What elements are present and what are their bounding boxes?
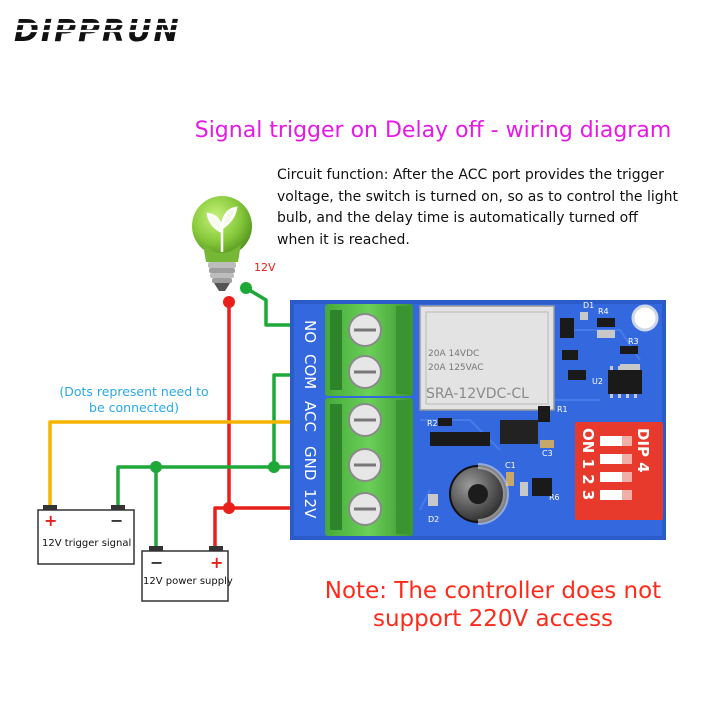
junction-dot — [223, 296, 235, 308]
battery-trigger-plus: + — [44, 511, 57, 530]
component-r4: R4 — [598, 307, 609, 316]
dots-note: (Dots represent need to be connected) — [59, 384, 208, 415]
terminal-label-gnd: GND — [301, 446, 319, 480]
component-d1: D1 — [583, 301, 594, 310]
description-line-2: voltage, the switch is turned on, so as … — [277, 189, 679, 205]
dots-note-line-1: (Dots represent need to — [59, 384, 208, 399]
wire-red-power — [213, 506, 229, 548]
wire-green-bulb-no — [245, 286, 302, 327]
relay-text-2: 20A 125VAC — [428, 363, 484, 373]
terminal-label-acc: ACC — [301, 401, 319, 432]
terminal-label-no: NO — [301, 320, 319, 343]
junction-dot — [268, 461, 280, 473]
bulb-voltage-label: 12V — [254, 261, 276, 274]
battery-power-plus: + — [210, 553, 223, 572]
component-r3: R3 — [628, 337, 639, 346]
dots-note-line-2: be connected) — [89, 400, 179, 415]
component-u2: U2 — [592, 377, 603, 386]
terminal-labels: NO COM ACC GND 12V — [301, 320, 319, 519]
junction-dot — [240, 282, 252, 294]
component-c1: C1 — [505, 461, 516, 470]
component-d2: D2 — [428, 515, 439, 524]
relay: 20A 14VDC 20A 125VAC SRA-12VDC-CL — [419, 305, 555, 411]
relay-text-3: SRA-12VDC-CL — [426, 386, 529, 402]
battery-trigger-label: 12V trigger signal — [42, 538, 131, 549]
brand-logo: DIPPRUN — [14, 14, 220, 49]
component-c3: C3 — [542, 449, 553, 458]
terminal-label-12v: 12V — [301, 489, 319, 519]
wire-yellow-acc — [48, 420, 302, 507]
component-r2: R2 — [427, 419, 438, 428]
wire-green-gnd — [116, 465, 302, 507]
description-line-4: when it is reached. — [277, 232, 410, 248]
terminal-label-com: COM — [301, 354, 319, 389]
battery-trigger-minus: − — [110, 511, 123, 530]
relay-text-1: 20A 14VDC — [428, 349, 479, 359]
dip-top-label: DIP 4 — [634, 428, 652, 473]
description-line-1: Circuit function: After the ACC port pro… — [277, 167, 664, 183]
battery-trigger: + − 12V trigger signal — [37, 505, 135, 565]
description-line-3: bulb, and the delay time is automaticall… — [277, 210, 638, 226]
circuit-description: Circuit function: After the ACC port pro… — [277, 167, 679, 248]
terminal-block-top — [325, 304, 413, 396]
page-title: Signal trigger on Delay off - wiring dia… — [195, 118, 672, 143]
controller-board: NO COM ACC GND 12V — [290, 300, 666, 540]
battery-power-label: 12V power supply — [143, 576, 233, 587]
battery-power-minus: − — [150, 553, 163, 572]
components: D1 R4 R3 U2 R1 R2 C3 — [427, 301, 642, 524]
battery-power: − + 12V power supply — [141, 546, 233, 602]
warning-note: Note: The controller does not support 22… — [325, 578, 661, 632]
junction-dot — [150, 461, 162, 473]
dip-switch: DIP 4 ON 1 2 3 — [575, 422, 663, 520]
dip-bottom-label: ON 1 2 3 — [579, 428, 597, 500]
warning-note-line-2: support 220V access — [373, 606, 613, 632]
capacitor — [449, 463, 509, 525]
junction-dot — [223, 502, 235, 514]
wires — [48, 282, 302, 548]
component-r1: R1 — [557, 405, 568, 414]
component-r6: R6 — [549, 493, 560, 502]
terminal-block-bottom — [325, 398, 413, 536]
warning-note-line-1: Note: The controller does not — [325, 578, 661, 604]
light-bulb-icon — [192, 196, 252, 291]
